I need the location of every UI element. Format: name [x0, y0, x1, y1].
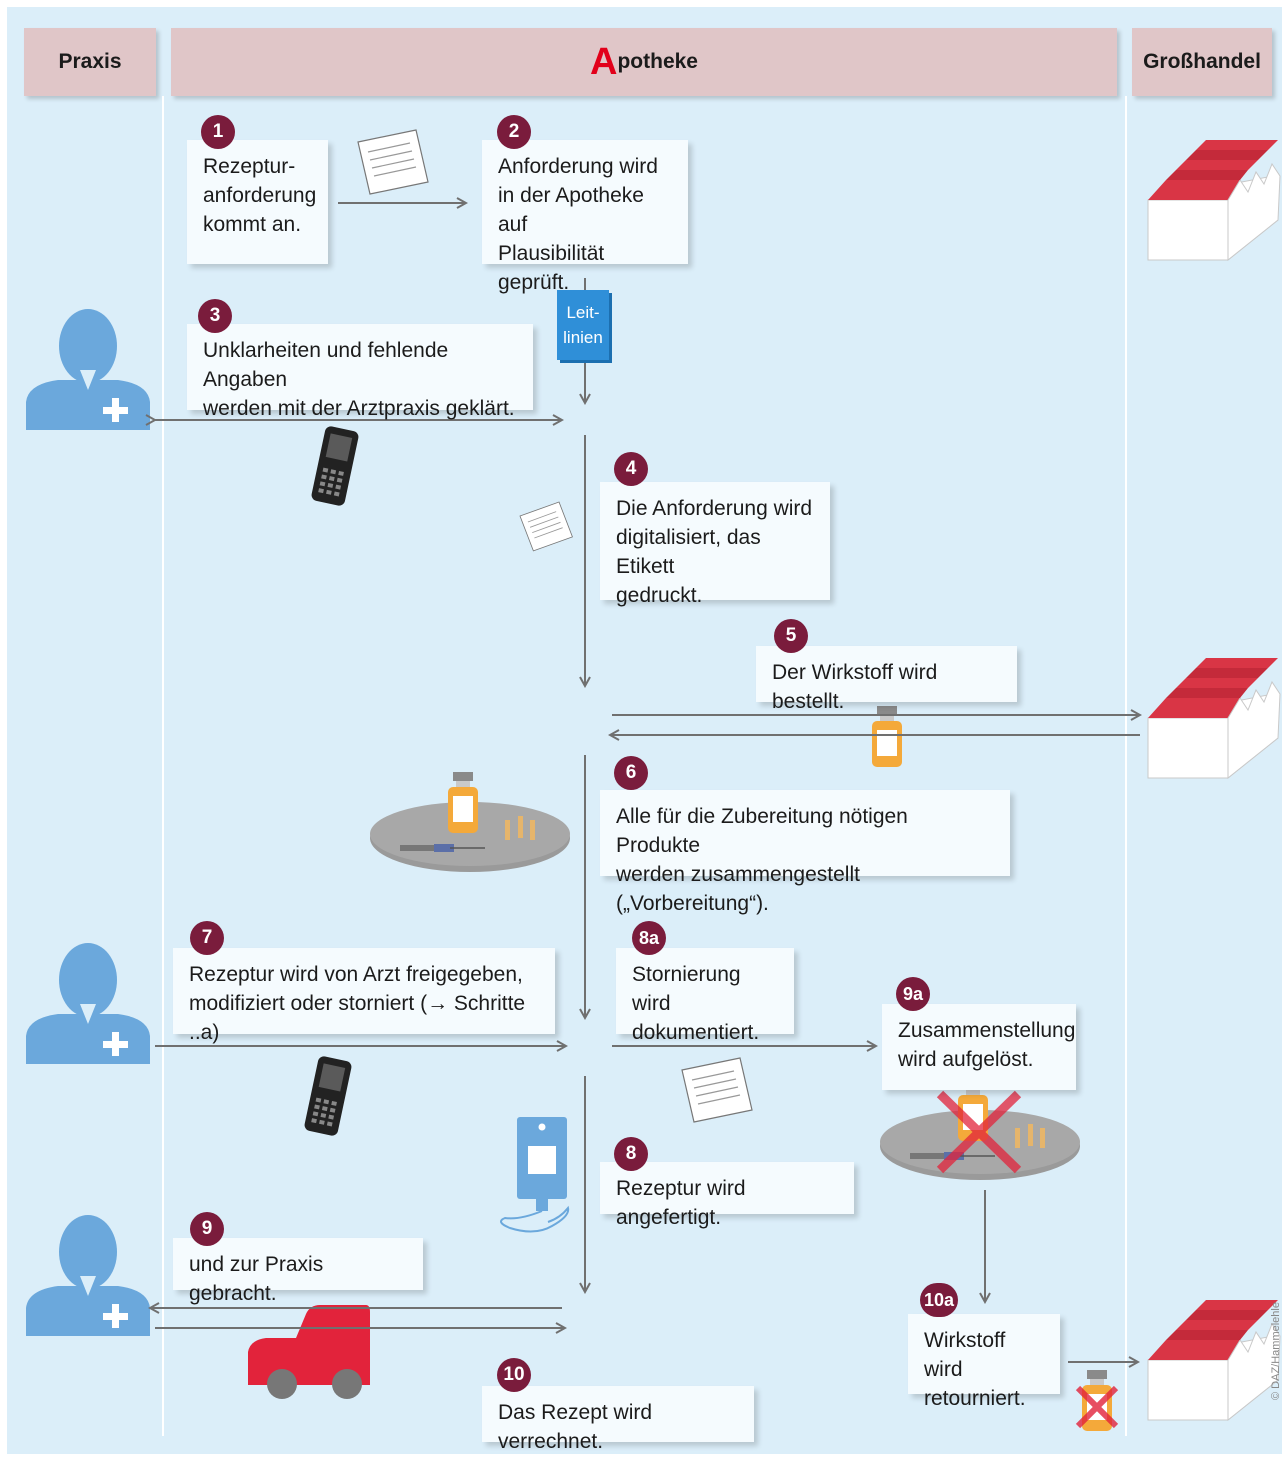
wholesaler-icon-3 — [1147, 1299, 1281, 1421]
phone-icon-2 — [303, 1055, 353, 1137]
step-8-badge: 8 — [614, 1137, 648, 1171]
step-10a-badge: 10a — [920, 1283, 958, 1317]
step-5-badge: 5 — [774, 619, 808, 653]
lane-header-grosshandel: Großhandel — [1132, 28, 1272, 96]
phone-icon-1 — [310, 425, 360, 507]
doctor-icon-2 — [26, 943, 150, 1064]
step-8a-box: Stornierung wird dokumentiert. — [616, 948, 794, 1044]
doctor-icon-3 — [26, 1215, 150, 1336]
cancel-cross-icon — [936, 1090, 1022, 1174]
infusion-bag-icon — [500, 1117, 570, 1233]
step-4-box: Die Anforderung wird digitalisiert, das … — [600, 482, 830, 607]
lane-header-praxis: Praxis — [24, 28, 156, 96]
lane-apotheke-label: potheke — [617, 50, 698, 73]
prescription-paper-icon-2 — [681, 1057, 753, 1123]
wholesaler-icon-1 — [1147, 139, 1281, 261]
step-3-box: Unklarheiten und fehlende Angaben werden… — [187, 324, 533, 420]
step-2-badge: 2 — [497, 115, 531, 149]
step-9-badge: 9 — [190, 1212, 224, 1246]
step-6-box: Alle für die Zubereitung nötigen Produkt… — [600, 790, 1010, 915]
guidelines-book: Leit- linien — [557, 290, 609, 360]
tray-vial-icon — [448, 772, 478, 833]
step-9a-badge: 9a — [896, 977, 930, 1011]
lane-apotheke-initial: A — [590, 41, 618, 83]
lane-divider-right — [1125, 96, 1127, 1436]
step-7-box: Rezeptur wird von Arzt freigegeben, modi… — [173, 948, 555, 1044]
step-1-badge: 1 — [201, 115, 235, 149]
label-paper-icon — [518, 500, 575, 553]
step-3-badge: 3 — [198, 299, 232, 333]
lane-praxis-label: Praxis — [58, 50, 122, 73]
delivery-car-icon — [248, 1305, 370, 1399]
step-1-box: Rezeptur- anforderung kommt an. — [187, 140, 328, 264]
lane-divider-left — [162, 96, 164, 1436]
step-9a-box: Zusammenstellung wird aufgelöst. — [882, 1004, 1076, 1090]
step-10a-box: Wirkstoff wird retourniert. — [908, 1314, 1060, 1410]
step-2-box: Anforderung wird in der Apotheke auf Pla… — [482, 140, 688, 294]
prescription-paper-icon-1 — [357, 129, 429, 195]
image-credit: © DAZ/Hammelehle — [1270, 1302, 1282, 1400]
step-10-badge: 10 — [497, 1358, 531, 1392]
step-8-box: Rezeptur wird angefertigt. — [600, 1162, 854, 1229]
step-10-box: Das Rezept wird verrechnet. — [482, 1386, 754, 1453]
step-4-badge: 4 — [614, 452, 648, 486]
doctor-icon-1 — [26, 309, 150, 430]
return-cross-icon — [1075, 1385, 1119, 1429]
step-6-badge: 6 — [614, 756, 648, 790]
wholesaler-icon-2 — [1147, 657, 1281, 779]
step-8a-badge: 8a — [632, 921, 666, 955]
step-9-box: und zur Praxis gebracht. — [173, 1238, 423, 1305]
step-5-box: Der Wirkstoff wird bestellt. — [756, 646, 1017, 713]
step-7-badge: 7 — [190, 921, 224, 955]
lane-grosshandel-label: Großhandel — [1143, 50, 1261, 73]
